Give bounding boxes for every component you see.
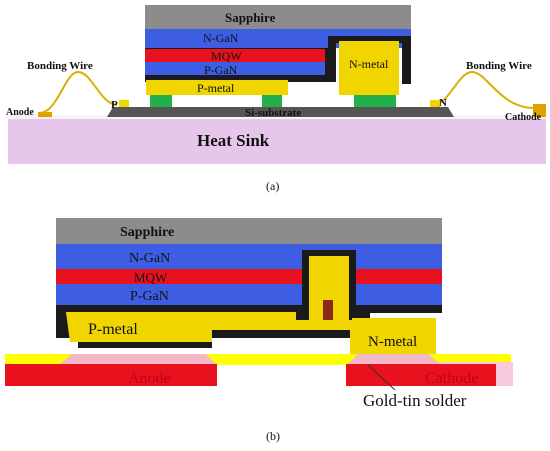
a-nmetal-label: N-metal (349, 57, 389, 71)
a-anode-pad (38, 112, 52, 117)
b-solder-label: Gold-tin solder (363, 391, 467, 410)
a-ngan-label: N-GaN (203, 31, 239, 45)
b-mqw-label: MQW (134, 270, 168, 285)
a-sapphire-label: Sapphire (225, 10, 276, 25)
a-pmetal (146, 80, 288, 95)
b-mqw (56, 269, 442, 284)
a-bonding-wire-right-label: Bonding Wire (466, 60, 532, 72)
a-p-label: P (111, 99, 118, 111)
a-sapphire (145, 5, 411, 29)
panel-b: Anode Cathode Gold-tin solder Sapphire N… (5, 218, 513, 443)
a-si-substrate-label: Si-substrate (245, 107, 301, 119)
a-pmetal-label: P-metal (197, 81, 235, 95)
b-nmetal-label: N-metal (368, 334, 417, 350)
b-ngan (56, 244, 442, 269)
b-pmetal (66, 312, 350, 342)
a-mqw-label: MQW (211, 49, 242, 63)
a-bump-mid (262, 94, 282, 107)
b-ngan-label: N-GaN (129, 251, 170, 266)
b-pgan (56, 284, 442, 305)
b-solder-right (348, 354, 440, 364)
a-heat-sink (8, 118, 546, 164)
b-solder-left (60, 354, 216, 364)
a-bonding-wire-left-label: Bonding Wire (27, 60, 93, 72)
b-cathode-bar (346, 364, 496, 386)
b-caption: (b) (266, 429, 280, 443)
a-anode-label: Anode (6, 107, 34, 118)
a-bonding-wire-left (39, 70, 118, 114)
a-heat-sink-label: Heat Sink (197, 131, 270, 150)
a-bonding-wire-right (431, 70, 535, 109)
b-yellow-bar (5, 354, 511, 365)
panel-a: Heat Sink Si-substrate P N Sapphire N-Ga… (6, 5, 546, 193)
b-anode-label: Anode (128, 370, 171, 387)
a-n-pad (430, 100, 440, 107)
a-pgan-label: P-GaN (204, 63, 238, 77)
a-cathode-label: Cathode (505, 112, 542, 123)
b-anode-bar (5, 364, 217, 386)
a-mqw (145, 49, 325, 62)
a-bump-right (354, 94, 396, 107)
a-cathode-pad (533, 104, 546, 117)
b-pmetal-label: P-metal (88, 321, 138, 338)
b-nmetal (298, 318, 436, 354)
b-sapphire (56, 218, 442, 244)
b-sapphire-label: Sapphire (120, 225, 174, 240)
a-bump-left (150, 94, 172, 107)
a-si-substrate (107, 107, 454, 117)
a-n-label: N (439, 97, 447, 109)
b-cathode-label: Cathode (425, 370, 478, 387)
b-pgan-label: P-GaN (130, 289, 169, 304)
a-caption: (a) (266, 179, 279, 193)
a-nmetal (339, 41, 399, 95)
a-pgan (145, 62, 325, 75)
a-p-pad (119, 100, 129, 107)
